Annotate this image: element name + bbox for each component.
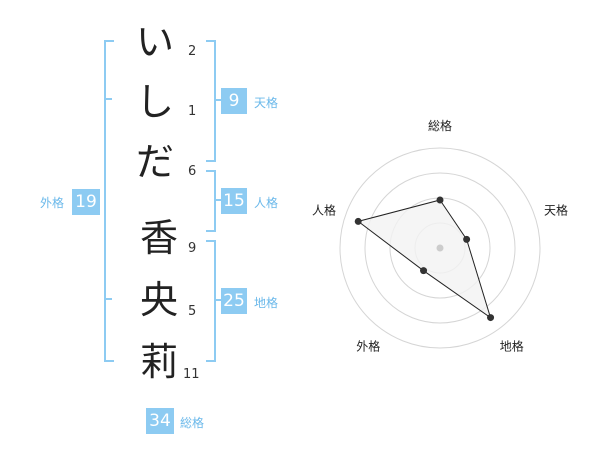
name-char-4: 香 bbox=[139, 216, 178, 260]
radar-point-1 bbox=[436, 196, 444, 204]
jinkaku-bracket-tick bbox=[214, 199, 221, 201]
gaikaku-bracket bbox=[104, 40, 114, 362]
radar-center-point bbox=[436, 244, 444, 252]
radar-area bbox=[357, 199, 492, 319]
tenkaku-label: 天格 bbox=[254, 96, 279, 110]
soukaku-label: 総格 bbox=[180, 416, 205, 430]
tenkaku-bracket-tick bbox=[214, 99, 221, 101]
radar-axis-label-4: 外格 bbox=[356, 339, 380, 354]
chikaku-bracket-tick bbox=[214, 299, 221, 301]
gaikaku-badge: 19 bbox=[72, 189, 100, 215]
stroke-count-2: 1 bbox=[188, 104, 197, 119]
soukaku-badge: 34 bbox=[146, 408, 174, 434]
chikaku-bracket bbox=[206, 240, 216, 362]
radar-axis-label-1: 総格 bbox=[428, 118, 452, 133]
radar-point-5 bbox=[354, 217, 362, 225]
radar-point-3 bbox=[487, 314, 495, 322]
radar-axis-label-2: 天格 bbox=[544, 202, 568, 217]
stroke-count-6: 11 bbox=[183, 367, 200, 382]
gaikaku-bracket-tick bbox=[104, 298, 112, 300]
chikaku-label: 地格 bbox=[254, 296, 279, 310]
radar-ring bbox=[364, 172, 516, 324]
gaikaku-label: 外格 bbox=[40, 196, 65, 210]
gaikaku-bracket-tick bbox=[104, 98, 112, 100]
tenkaku-bracket bbox=[206, 40, 216, 162]
name-char-2: し bbox=[135, 80, 174, 124]
name-char-3: だ bbox=[135, 140, 174, 184]
stroke-count-3: 6 bbox=[188, 164, 197, 179]
radar-axis-label-3: 地格 bbox=[500, 339, 524, 354]
radar-ring bbox=[339, 147, 541, 349]
name-char-5: 央 bbox=[139, 278, 178, 322]
jinkaku-bracket bbox=[206, 170, 216, 232]
stroke-count-4: 9 bbox=[188, 241, 197, 256]
stroke-count-1: 2 bbox=[188, 44, 197, 59]
jinkaku-label: 人格 bbox=[254, 196, 279, 210]
stroke-count-5: 5 bbox=[188, 304, 197, 319]
radar-axis-label-5: 人格 bbox=[312, 202, 336, 217]
jinkaku-badge: 15 bbox=[221, 188, 247, 214]
radar-point-2 bbox=[463, 235, 471, 243]
name-char-1: い bbox=[135, 20, 174, 64]
name-char-6: 莉 bbox=[139, 340, 178, 384]
chikaku-badge: 25 bbox=[221, 288, 247, 314]
radar-point-4 bbox=[420, 267, 428, 275]
tenkaku-badge: 9 bbox=[221, 88, 247, 114]
